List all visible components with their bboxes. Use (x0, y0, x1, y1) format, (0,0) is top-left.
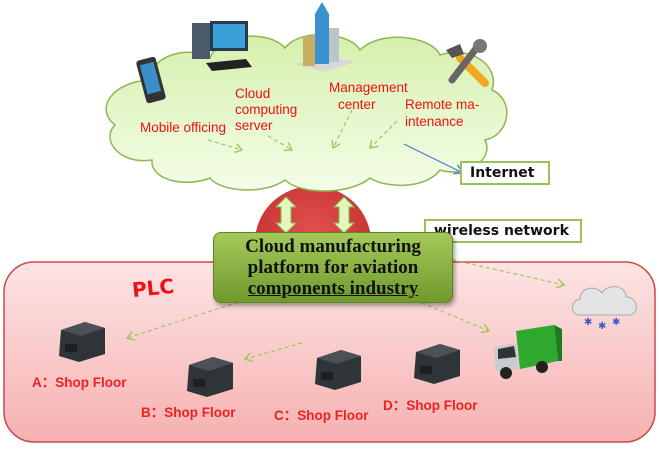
city-buildings-icon (295, 2, 355, 72)
plc-title: PLC (130, 273, 176, 303)
platform-line-1: Cloud manufacturing (245, 236, 421, 257)
snow-cloud-icon: ✱ ✱ ✱ (572, 286, 637, 331)
shop-floor-c-label: C：Shop Floor (274, 408, 369, 423)
printer-icon (414, 344, 460, 384)
mobile-phone-icon (136, 56, 166, 104)
platform-line-3: components industry (247, 278, 419, 299)
label-cloud-computing-server-2: computing (235, 102, 298, 117)
tools-icon (446, 39, 489, 87)
label-remote-maintenance-2: intenance (405, 114, 464, 129)
label-cloud-computing-server-3: server (235, 118, 273, 133)
printer-icon (315, 350, 361, 390)
svg-text:✱: ✱ (584, 317, 592, 328)
wireless-network-label: wireless network (424, 219, 582, 243)
internet-label: Internet (460, 161, 550, 185)
truck-icon (494, 325, 562, 379)
shop-floor-a-label: A：Shop Floor (32, 375, 127, 390)
label-cloud-computing-server-1: Cloud (235, 86, 271, 101)
shop-floor-b-label: B：Shop Floor (141, 405, 236, 420)
desktop-computer-icon (192, 21, 252, 71)
label-remote-maintenance-1: Remote ma- (405, 97, 480, 112)
label-mobile-officing: Mobile officing (140, 120, 227, 135)
label-management-center-2: center (338, 97, 376, 112)
printer-icon (187, 357, 233, 397)
cloud-manufacturing-platform: Cloud manufacturing platform for aviatio… (213, 232, 453, 303)
svg-text:✱: ✱ (598, 321, 606, 331)
platform-line-2: platform for aviation (247, 257, 419, 278)
shop-floor-d-label: D：Shop Floor (383, 398, 478, 413)
printer-icon (59, 322, 105, 362)
label-management-center-1: Management (329, 80, 408, 95)
svg-text:✱: ✱ (612, 317, 620, 328)
